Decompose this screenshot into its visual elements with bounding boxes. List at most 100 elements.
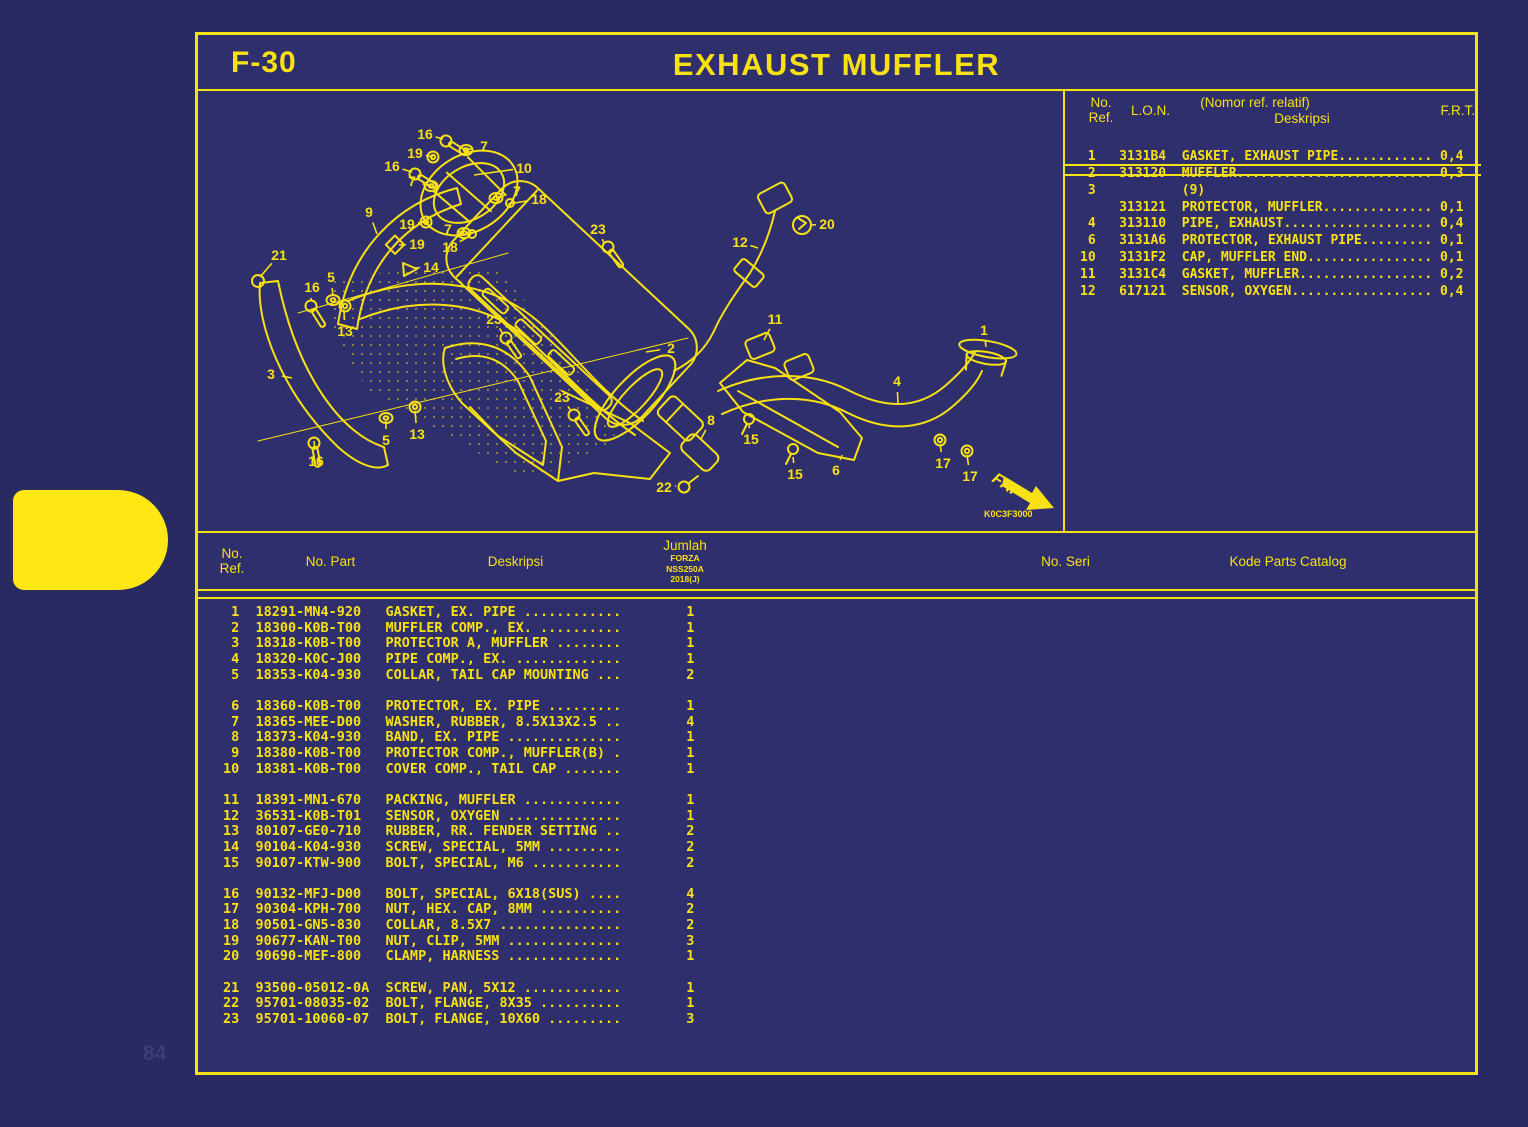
callout-leader bbox=[896, 391, 899, 405]
callout-leader bbox=[331, 287, 334, 297]
parts-col-qty: Jumlah FORZA NSS250A 2018(J) bbox=[663, 538, 707, 584]
title-bar: F-30 EXHAUST MUFFLER bbox=[198, 35, 1475, 91]
special-bolt-15b bbox=[785, 443, 799, 465]
callout-9: 9 bbox=[365, 204, 373, 220]
pointed-shield bbox=[442, 342, 563, 482]
callout-leader bbox=[281, 375, 293, 379]
callout-leader bbox=[473, 168, 514, 176]
parts-header-double-rule bbox=[198, 597, 1475, 599]
muffler-packing-11a bbox=[744, 332, 776, 360]
callout-23: 23 bbox=[486, 311, 502, 327]
frt-col-header: F.R.T. bbox=[1440, 103, 1475, 118]
exhaust-pipe-lower bbox=[721, 370, 983, 428]
callout-leader bbox=[839, 454, 843, 461]
special-bolt-15a bbox=[741, 413, 755, 435]
page-title: EXHAUST MUFFLER bbox=[672, 47, 1001, 82]
page-code: F-30 bbox=[231, 46, 297, 79]
callout-19: 19 bbox=[399, 216, 415, 232]
parts-col-part: No. Part bbox=[305, 554, 356, 569]
page-number: 84 bbox=[143, 1042, 167, 1065]
mid-shield-upper-edge bbox=[347, 282, 644, 422]
callout-leader bbox=[792, 456, 795, 464]
parts-col-desc: Deskripsi bbox=[487, 554, 544, 569]
callout-3: 3 bbox=[267, 366, 275, 382]
muffler-tail-stub bbox=[656, 395, 704, 442]
callout-leader bbox=[417, 221, 427, 224]
callout-leader bbox=[498, 328, 504, 335]
clip-nut-19 bbox=[384, 234, 406, 255]
callout-7: 7 bbox=[513, 183, 521, 199]
callout-19: 19 bbox=[409, 236, 425, 252]
callout-7: 7 bbox=[444, 221, 452, 237]
callout-7: 7 bbox=[408, 173, 416, 189]
callout-leader bbox=[750, 244, 759, 249]
callout-17: 17 bbox=[962, 468, 978, 484]
callout-17: 17 bbox=[935, 455, 951, 471]
callout-6: 6 bbox=[832, 462, 840, 478]
callout-18: 18 bbox=[442, 239, 458, 255]
callout-leader bbox=[567, 405, 572, 412]
ref-header-rule-1 bbox=[1065, 164, 1481, 166]
collar-18b bbox=[467, 229, 477, 239]
muffler-end-cone bbox=[593, 354, 677, 442]
callout-leader bbox=[459, 235, 471, 243]
callout-5: 5 bbox=[382, 432, 390, 448]
parts-col-ref: No. Ref. bbox=[219, 546, 245, 576]
callout-16: 16 bbox=[308, 453, 324, 469]
callout-leader bbox=[465, 147, 474, 151]
callout-leader bbox=[458, 230, 465, 234]
ref-table-rows: 1 3131B4 GASKET, EXHAUST PIPE...........… bbox=[1080, 149, 1464, 299]
pipe-protector bbox=[719, 359, 863, 461]
pipe-protector-rib bbox=[737, 390, 839, 448]
callout-1: 1 bbox=[980, 322, 988, 338]
parts-diagram: FR. K0C3F3000 16719161077189197191814232… bbox=[251, 126, 1054, 519]
exhaust-pipe-upper bbox=[717, 351, 976, 406]
muffler-protector-band bbox=[337, 187, 462, 330]
callout-leader bbox=[984, 340, 987, 348]
callout-leader bbox=[402, 168, 413, 173]
parts-table-rows: 1 18291-MN4-920 GASKET, EX. PIPE .......… bbox=[223, 604, 695, 1028]
callout-18: 18 bbox=[531, 191, 547, 207]
callout-leader bbox=[422, 183, 432, 187]
parts-table-header: No. Ref. No. Part Deskripsi Jumlah FORZA… bbox=[198, 531, 1475, 591]
callout-11: 11 bbox=[768, 311, 783, 327]
callout-13: 13 bbox=[409, 426, 425, 442]
callout-16: 16 bbox=[384, 158, 400, 174]
left-protector-blade bbox=[258, 280, 389, 469]
callout-23: 23 bbox=[590, 221, 606, 237]
callout-8: 8 bbox=[707, 412, 715, 428]
callout-19: 19 bbox=[407, 145, 423, 161]
content-frame: F-30 EXHAUST MUFFLER bbox=[195, 32, 1481, 1075]
section-tab bbox=[13, 490, 168, 590]
callout-leader bbox=[700, 429, 707, 440]
lon-col-header: L.O.N. bbox=[1130, 103, 1170, 118]
callout-21: 21 bbox=[271, 247, 287, 263]
mid-shield-lower-edge bbox=[359, 303, 636, 436]
callout-4: 4 bbox=[893, 373, 901, 389]
callout-leader bbox=[645, 348, 661, 353]
muffler-packing-11b bbox=[783, 353, 815, 381]
harness-clamp bbox=[792, 215, 812, 235]
diagram-code: K0C3F3000 bbox=[984, 509, 1033, 519]
callout-leader bbox=[495, 193, 507, 199]
parts-col-seri: No. Seri bbox=[1041, 554, 1090, 569]
fr-arrow: FR. bbox=[989, 470, 1054, 510]
pipe-flange bbox=[958, 338, 1018, 377]
oxygen-sensor bbox=[673, 181, 793, 372]
callout-leader bbox=[966, 454, 970, 466]
shield-wing bbox=[557, 390, 671, 482]
callout-16: 16 bbox=[304, 279, 320, 295]
callout-leader bbox=[425, 154, 434, 158]
callout-15: 15 bbox=[743, 431, 759, 447]
callout-leader bbox=[435, 136, 444, 140]
callout-7: 7 bbox=[480, 138, 488, 154]
callout-leader bbox=[372, 222, 378, 235]
pan-screw-21 bbox=[251, 274, 265, 288]
desc-col-header-line1: (Nomor ref. relatif) bbox=[1200, 95, 1310, 110]
callout-16: 16 bbox=[417, 126, 433, 142]
mount-line-lower bbox=[257, 337, 689, 442]
flange-bolt-22 bbox=[677, 475, 699, 494]
callout-20: 20 bbox=[819, 216, 835, 232]
parts-col-catalog: Kode Parts Catalog bbox=[1229, 554, 1347, 569]
